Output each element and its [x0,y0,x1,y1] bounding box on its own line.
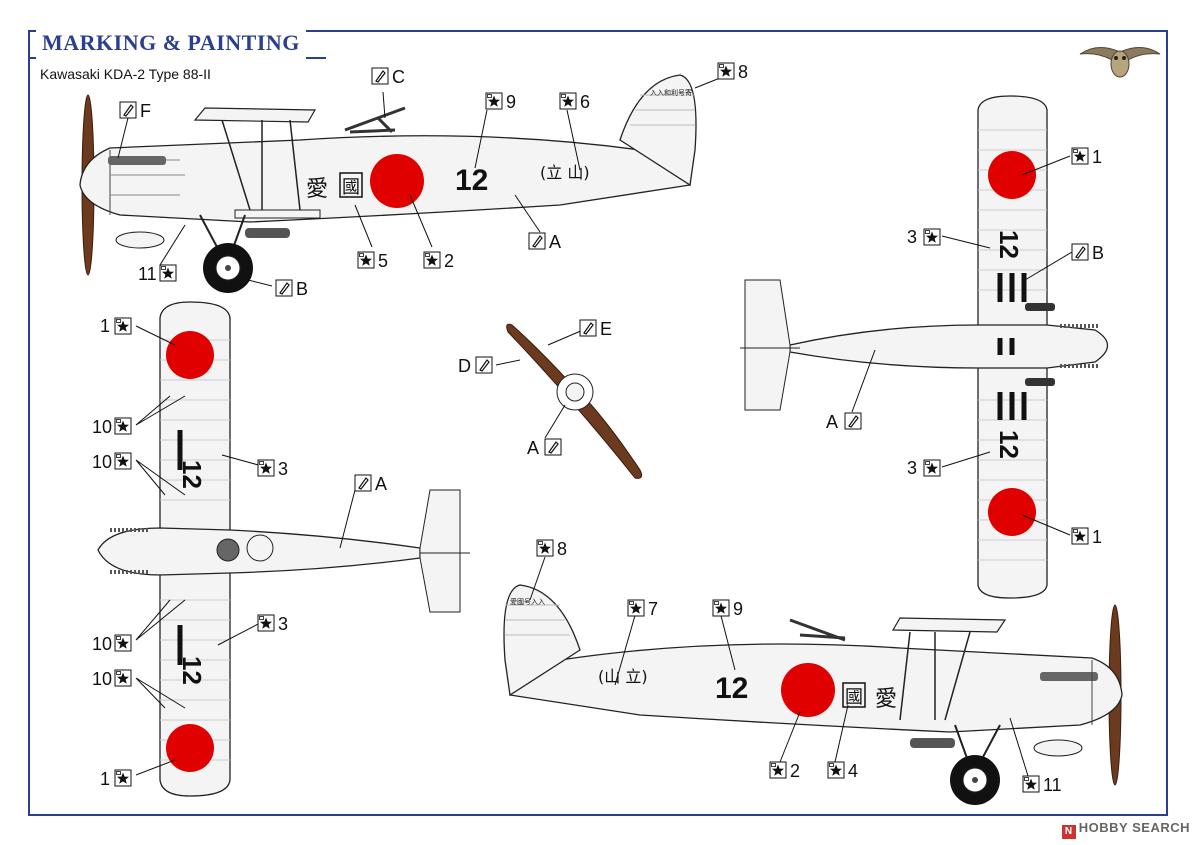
callout-3a: 3 [278,459,288,479]
kanji-koku-right: 國 [845,687,863,708]
callout-6: 6 [580,92,590,112]
callout-8b: 8 [557,539,567,559]
bottom-view: 12 12 [740,95,1109,599]
tail-fin-left [619,74,697,187]
page-frame [28,30,1168,816]
fuselage-kanji-left: (立 山) [540,163,590,182]
callout-4: 4 [848,761,858,781]
gun-left [344,106,406,134]
callout-B-bottom: B [1092,243,1104,263]
hinomaru-bottom-upper [988,151,1036,199]
hinomaru-fuselage-right [781,663,835,717]
side-view-left: 入入和利号寄 愛 國 12 (立 山) [79,74,697,293]
callout-11b: 11 [1043,775,1062,795]
tailplane-bottom [744,279,791,411]
callout-9: 9 [506,92,516,112]
hobby-search-logo-icon: N [1061,825,1076,839]
aircraft-name: Kawasaki KDA-2 Type 88-II [40,66,211,82]
tail-text-right: 愛國号入入 [510,597,545,606]
top-view: 12 12 [97,301,470,797]
callouts-bottom-view: 1 3 B A 3 1 [826,147,1104,547]
wing-number-bottom-1: 12 [994,230,1024,259]
callout-C: C [392,67,405,87]
callout-3c: 3 [907,227,917,247]
kanji-koku-left: 國 [342,177,360,198]
hinomaru-fuselage-left [370,154,424,208]
callout-3b: 3 [278,614,288,634]
callout-E: E [600,319,612,339]
callout-5: 5 [378,251,388,271]
kanji-ai-right: 愛 [875,687,897,712]
callout-A: A [549,232,561,252]
callout-11: 11 [138,264,157,284]
callout-1c: 1 [1092,147,1102,167]
callout-2b: 2 [790,761,800,781]
radiator-right [1033,739,1083,757]
callout-F: F [140,101,151,121]
page-title: MARKING & PAINTING [36,28,306,60]
callout-A-prop: A [527,438,539,458]
callout-1d: 1 [1092,527,1102,547]
callout-D: D [458,356,471,376]
side-view-right: 愛國号入入 國 愛 12 (山 立) [503,584,1123,805]
owl-logo-icon [1079,47,1161,78]
exhaust-stacks-left [108,156,166,165]
callout-9b: 9 [733,599,743,619]
callout-10c: 10 [92,634,112,654]
propeller-detail [506,323,643,479]
callouts-top-view: 1 10 10 3 A 3 10 10 1 [92,316,387,789]
wing-number-bottom-2: 12 [994,430,1024,459]
watermark-text: HOBBY SEARCH [1078,820,1190,835]
callout-8: 8 [738,62,748,82]
fuselage-bottom [789,324,1109,369]
callout-B: B [296,279,308,299]
callouts-propeller: E D A [458,319,612,458]
hinomaru-top-upper [166,331,214,379]
callout-10a: 10 [92,417,112,437]
gun-right [789,618,846,642]
callout-10d: 10 [92,669,112,689]
fuselage-number-right: 12 [715,672,748,705]
callouts-side-left: C F 9 6 8 A 5 2 11 B [119,62,748,299]
fuselage-kanji-right: (山 立) [598,667,648,686]
callout-1b: 1 [100,769,110,789]
kanji-ai-left: 愛 [306,177,328,202]
exhaust-stacks-right [1040,672,1098,681]
upper-wing-left [193,107,317,123]
callout-3d: 3 [907,458,917,478]
callout-2: 2 [444,251,454,271]
hinomaru-top-lower [166,724,214,772]
tail-fin-right [503,584,581,697]
callout-A-top: A [375,474,387,494]
tailplane-top [419,489,461,613]
tail-text-left: 入入和利号寄 [650,88,692,97]
fuselage-number-left: 12 [455,164,488,197]
callout-7: 7 [648,599,658,619]
hinomaru-bottom-lower [988,488,1036,536]
callout-10b: 10 [92,452,112,472]
upper-wing-right [891,617,1007,633]
callout-1a: 1 [100,316,110,336]
radiator-left [115,231,165,249]
callouts-side-right: 8 7 9 2 4 11 [536,539,1062,795]
callout-A-bottom: A [826,412,838,432]
